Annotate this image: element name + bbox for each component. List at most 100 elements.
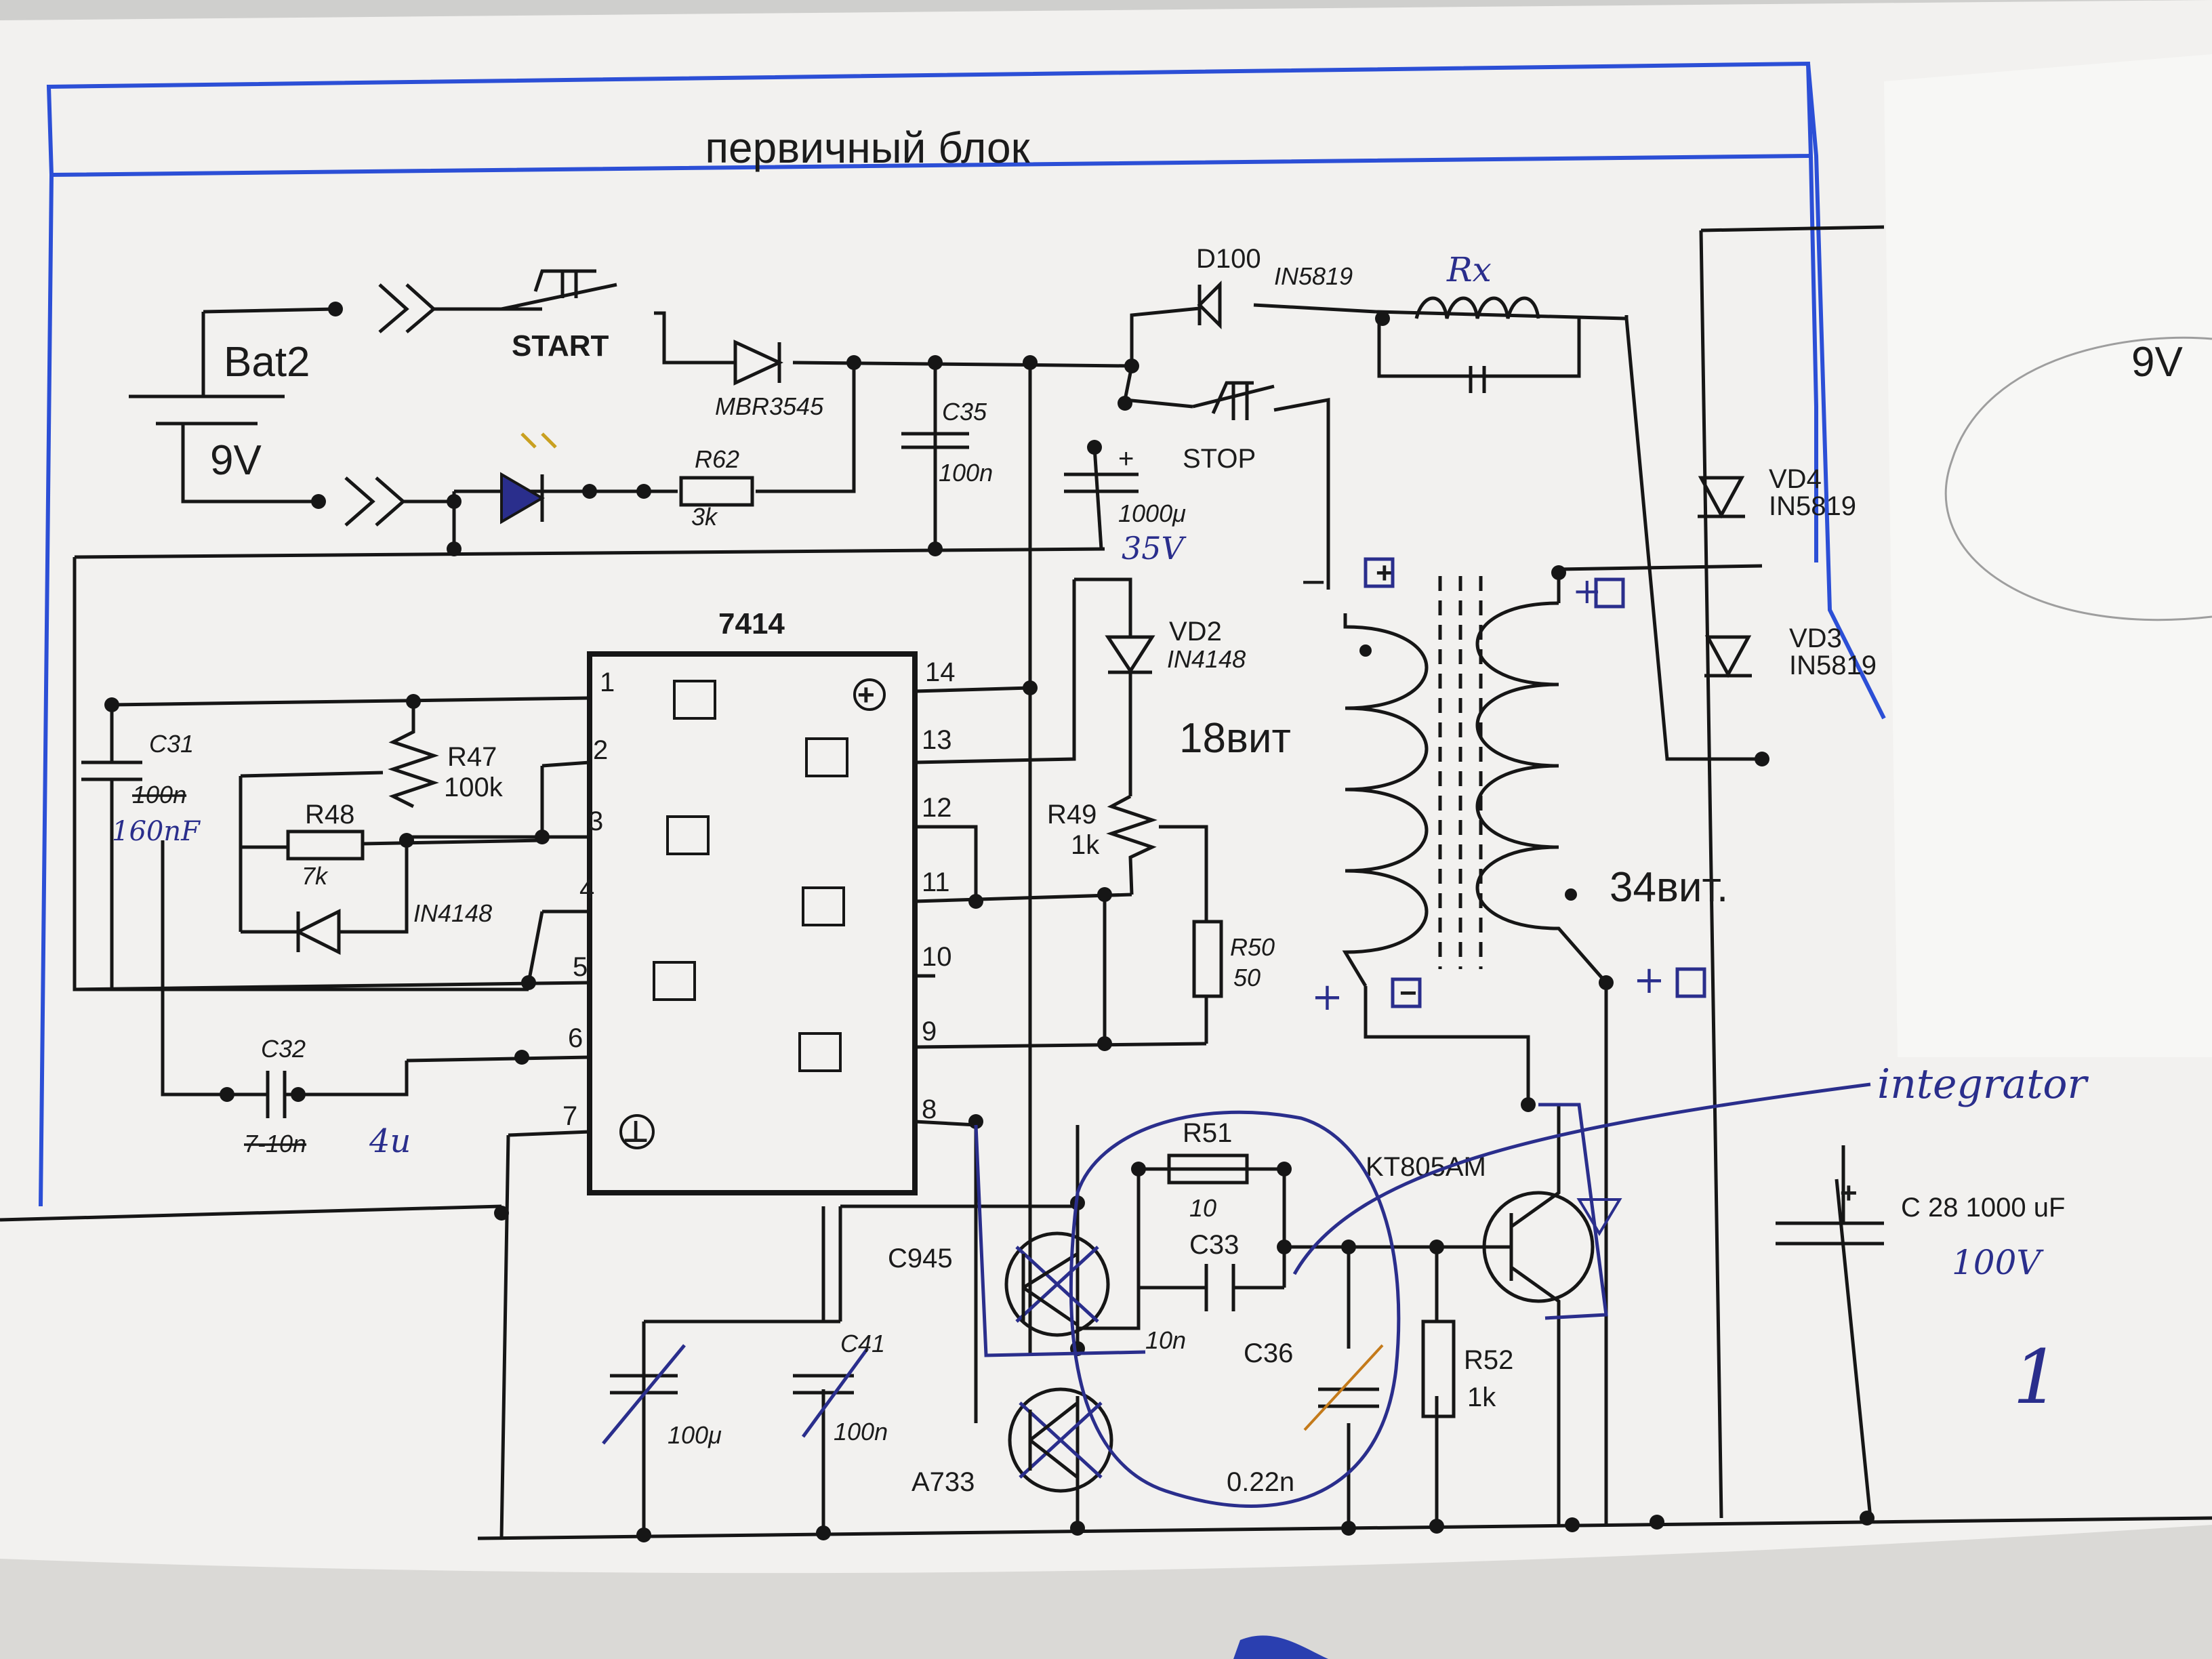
hand-wire-base bbox=[974, 1124, 1146, 1357]
left-junction-dots bbox=[104, 680, 1038, 1102]
in4148-diode-label: IN4148 bbox=[413, 899, 492, 927]
svg-text:3: 3 bbox=[588, 806, 603, 836]
vd2-part: IN4148 bbox=[1167, 645, 1246, 673]
r48-name: R48 bbox=[305, 800, 354, 830]
c32-name: C32 bbox=[261, 1035, 306, 1063]
svg-text:10: 10 bbox=[922, 942, 952, 972]
diode-mbr3545-label: MBR3545 bbox=[715, 392, 824, 420]
svg-text:12: 12 bbox=[922, 793, 952, 823]
r50-junction bbox=[1097, 1036, 1112, 1051]
r49-junction bbox=[1097, 887, 1112, 902]
c28-voltage-hand: 100V bbox=[1952, 1243, 2044, 1282]
c28-capacitor bbox=[1776, 1145, 1884, 1246]
r52-name: R52 bbox=[1464, 1345, 1513, 1375]
vd3-diode bbox=[1704, 635, 1752, 678]
ic-vcc-circle bbox=[853, 678, 886, 711]
resistor-r62 bbox=[679, 476, 754, 507]
vd2-diode bbox=[1074, 577, 1155, 796]
in4148-diode bbox=[241, 840, 409, 956]
c33-capacitor bbox=[1204, 1264, 1235, 1311]
transformer-core bbox=[1438, 576, 1483, 969]
svg-text:9: 9 bbox=[922, 1017, 937, 1046]
capacitor-1000u bbox=[1064, 472, 1139, 493]
capacitor-100u-value: 100μ bbox=[668, 1421, 722, 1449]
svg-text:2: 2 bbox=[593, 735, 608, 765]
stop-button-symbol bbox=[1192, 381, 1275, 420]
ic-schmitt-gates bbox=[653, 680, 848, 1072]
led-symbol bbox=[500, 432, 557, 525]
integrator-label: integrator bbox=[1877, 1061, 2089, 1108]
r47-potentiometer bbox=[240, 698, 439, 808]
kt805am-label: KT805AM bbox=[1366, 1152, 1486, 1182]
c28-label: C 28 1000 uF bbox=[1901, 1193, 2065, 1223]
paper-right-sheet bbox=[1884, 54, 2212, 1057]
c32-capacitor bbox=[161, 840, 298, 1118]
r51-name: R51 bbox=[1183, 1118, 1232, 1148]
capacitor-1000u-voltage-hand: 35V bbox=[1122, 530, 1187, 567]
coil-rx-label: Rx bbox=[1446, 250, 1492, 289]
vd4-part: IN5819 bbox=[1769, 491, 1856, 521]
svg-text:+: + bbox=[1633, 958, 1665, 1002]
svg-text:−: − bbox=[1301, 559, 1326, 606]
connector-top bbox=[378, 283, 468, 333]
transistor-c945 bbox=[1004, 1231, 1110, 1337]
c945-label: C945 bbox=[888, 1244, 953, 1273]
bottom-junction-dots bbox=[494, 975, 1875, 1542]
ic-7414-name: 7414 bbox=[718, 607, 785, 640]
transistor-a733 bbox=[1008, 1387, 1113, 1493]
ic-pin-wires bbox=[74, 579, 1207, 1539]
capacitor-c35-name: C35 bbox=[942, 398, 987, 426]
c41-name: C41 bbox=[840, 1330, 885, 1357]
page-title: первичный блок bbox=[705, 123, 1030, 172]
r50-name: R50 bbox=[1230, 933, 1275, 961]
svg-text:−: − bbox=[1399, 977, 1417, 1010]
pencil-arc bbox=[1944, 336, 2212, 621]
battery-voltage: 9V bbox=[210, 437, 262, 484]
c36-name: C36 bbox=[1244, 1338, 1293, 1368]
capacitor-c35 bbox=[901, 432, 969, 449]
diode-d100 bbox=[1197, 280, 1222, 330]
diode-d100-part: IN5819 bbox=[1274, 262, 1353, 290]
r49-potentiometer bbox=[1106, 794, 1208, 922]
svg-text:1: 1 bbox=[600, 668, 615, 697]
c31-value-hand: 160nF bbox=[112, 816, 201, 847]
c36-value: 0.22n bbox=[1227, 1467, 1294, 1497]
vd3-name: VD3 bbox=[1789, 623, 1842, 653]
resistor-r62-value: 3k bbox=[691, 503, 718, 531]
connector-bottom bbox=[344, 476, 454, 527]
a733-label: A733 bbox=[912, 1467, 975, 1497]
transformer-secondary bbox=[1475, 601, 1608, 1525]
start-button-symbol bbox=[501, 269, 617, 311]
c31-value-struck: 100n bbox=[132, 781, 186, 808]
svg-text:14: 14 bbox=[925, 657, 956, 687]
capacitor-1000u-plus: + bbox=[1118, 444, 1134, 474]
transistor-kt805am bbox=[1437, 1103, 1622, 1525]
diode-d100-name: D100 bbox=[1196, 244, 1261, 274]
r50-resistor bbox=[1103, 895, 1223, 1044]
ic-gnd-circle bbox=[619, 1114, 655, 1149]
c33-value: 10n bbox=[1145, 1326, 1186, 1354]
capacitor-100u bbox=[602, 1344, 686, 1445]
winding-primary-label: 18вит bbox=[1179, 715, 1291, 762]
r52-value: 1k bbox=[1467, 1382, 1496, 1412]
svg-text:+: + bbox=[1311, 975, 1343, 1019]
coil-rx bbox=[1414, 296, 1540, 393]
svg-text:6: 6 bbox=[568, 1023, 583, 1053]
battery-symbol bbox=[129, 394, 285, 426]
r47-name: R47 bbox=[447, 742, 497, 772]
integrator-pointer bbox=[1292, 1082, 1871, 1275]
capacitor-1000u-value: 1000μ bbox=[1118, 499, 1186, 527]
r50-value: 50 bbox=[1233, 964, 1261, 991]
r47-value: 100k bbox=[444, 773, 504, 802]
svg-text:13: 13 bbox=[922, 725, 952, 755]
title-frame bbox=[39, 61, 1886, 1207]
c32-value-struck: 7-10n bbox=[244, 1130, 306, 1158]
polarity-markers: − + + − + + bbox=[1301, 556, 1706, 1019]
r48-resistor bbox=[239, 776, 543, 932]
stop-button-label: STOP bbox=[1183, 444, 1256, 474]
winding-secondary-label: 34вит. bbox=[1610, 864, 1728, 911]
battery-name: Bat2 bbox=[224, 339, 310, 386]
